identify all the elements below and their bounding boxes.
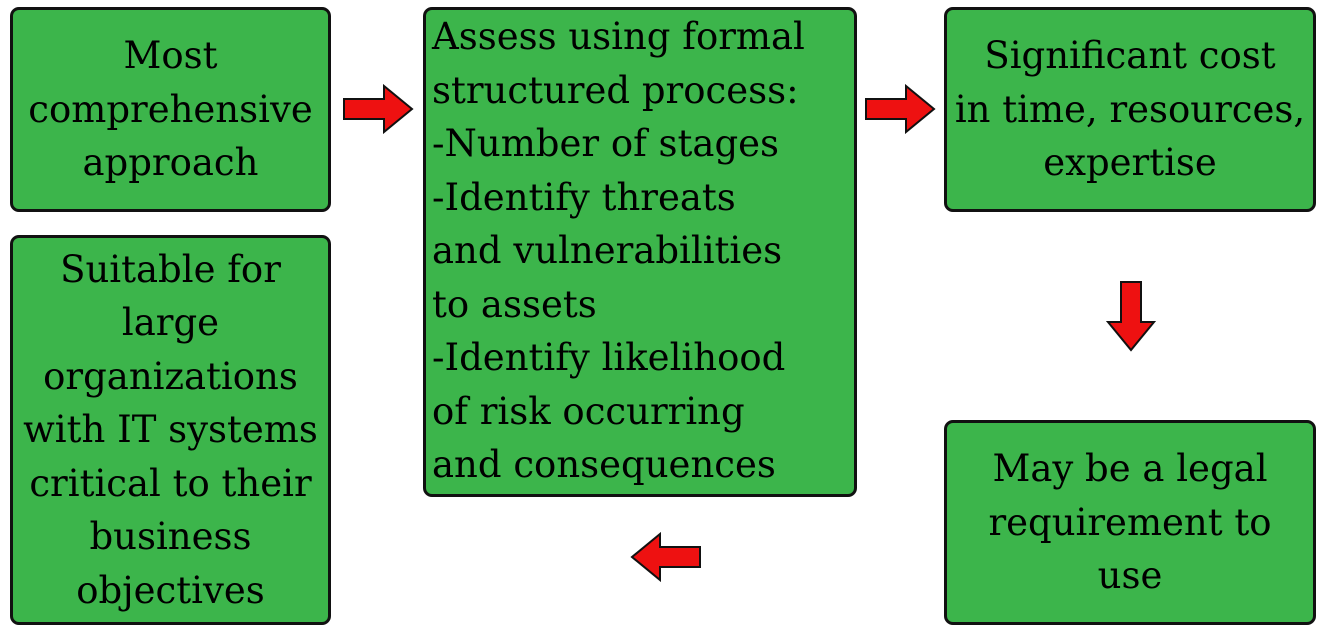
box-text-line: comprehensive xyxy=(28,87,313,131)
box-text-line: objectives xyxy=(76,568,265,612)
box-text-line: Suitable for xyxy=(60,247,281,291)
box-text-line: and vulnerabilities xyxy=(432,229,783,272)
box-text-line: organizations xyxy=(43,354,298,398)
box-text-line: requirement to xyxy=(988,500,1272,544)
box-significant-cost: Significant cost in time, resources, exp… xyxy=(944,7,1316,212)
box-suitable-for-large-organizations: Suitable for large organizations with IT… xyxy=(10,235,331,625)
box-text-line: in time, resources, xyxy=(954,87,1306,131)
box-text-line: to assets xyxy=(432,282,597,326)
box-text-line: approach xyxy=(82,141,259,185)
box-text-line: business xyxy=(89,515,252,559)
box-text-line: Assess using formal xyxy=(432,15,805,58)
box-text-line: large xyxy=(121,301,220,345)
box-text-line: -Identify threats xyxy=(432,175,736,219)
box-text-line: structured process: xyxy=(432,68,799,112)
box-text-line: expertise xyxy=(1043,141,1217,185)
box-legal-requirement: May be a legal requirement to use xyxy=(944,420,1316,625)
arrow-right-icon xyxy=(864,84,936,134)
box-most-comprehensive-approach: Most comprehensive approach xyxy=(10,7,331,212)
box-text-line: use xyxy=(1097,554,1163,598)
box-text-line: and consequences xyxy=(432,443,776,486)
box-text-line: of risk occurring xyxy=(432,389,745,433)
arrow-right-icon xyxy=(342,84,414,134)
box-text-line: May be a legal xyxy=(992,447,1268,491)
arrow-left-icon xyxy=(630,532,702,582)
box-text-line: Most xyxy=(123,34,218,78)
box-formal-structured-process: Assess using formal structured process: … xyxy=(423,7,857,497)
arrow-down-icon xyxy=(1106,280,1156,352)
box-text-line: -Identify likelihood xyxy=(432,336,786,379)
box-text-line: with IT systems xyxy=(23,408,318,452)
box-text-line: critical to their xyxy=(29,461,312,505)
box-text-line: Significant cost xyxy=(984,34,1276,78)
box-text-line: -Number of stages xyxy=(432,122,780,165)
